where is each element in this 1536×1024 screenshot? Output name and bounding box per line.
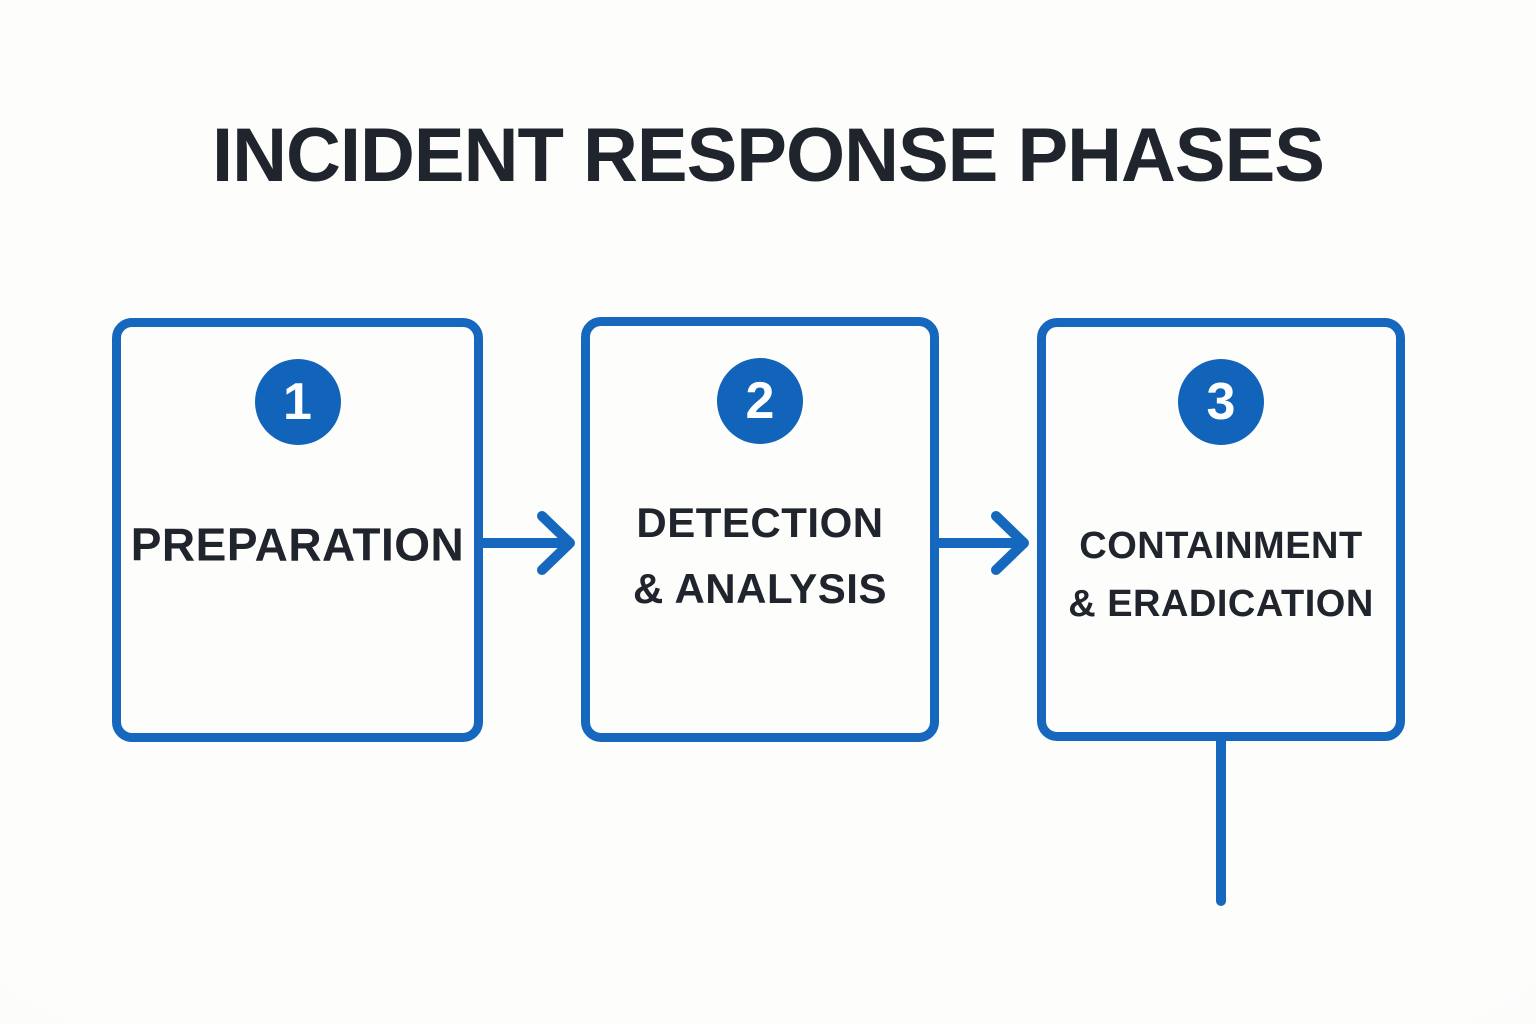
phase-label: DETECTION & ANALYSIS (581, 490, 939, 622)
phase-1-number-badge: 1 (254, 359, 341, 445)
phase-label-line: CONTAINMENT (1079, 524, 1363, 567)
phase-2-number-badge: 2 (717, 358, 803, 444)
phase-box-containment-eradication: 3 CONTAINMENT & ERADICATION (1037, 318, 1405, 741)
page-title: INCIDENT RESPONSE PHASES (212, 113, 1325, 198)
phase-box-detection-analysis: 2 DETECTION & ANALYSIS (581, 317, 939, 742)
phase-label: PREPARATION (112, 511, 483, 580)
phase-label-line: PREPARATION (130, 518, 465, 571)
phase-number: 3 (1206, 373, 1236, 431)
phase-label-line: DETECTION (636, 499, 884, 547)
phase-label: CONTAINMENT & ERADICATION (1037, 517, 1405, 633)
phase-box-preparation: 1 PREPARATION (112, 318, 483, 742)
phase-3-number-badge: 3 (1178, 359, 1264, 445)
phase-number: 1 (283, 373, 312, 431)
phase-label-line: & ANALYSIS (633, 565, 887, 612)
arrow-right-icon (934, 511, 1029, 575)
arrow-right-icon (480, 511, 575, 575)
phase-label-line: & ERADICATION (1068, 583, 1374, 625)
connector-line-down-icon (1216, 736, 1226, 906)
phase-number: 2 (745, 372, 775, 430)
